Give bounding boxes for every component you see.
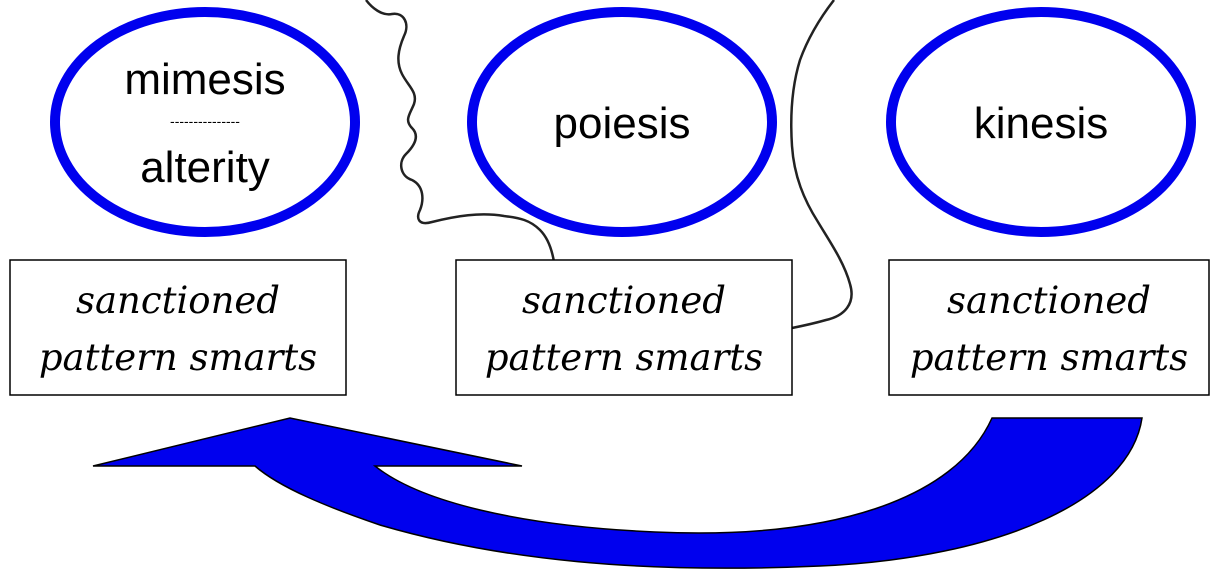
mimesis-divider: --------------- [170,113,240,129]
box-3-line2: pattern smarts [910,336,1188,379]
mimesis-label: mimesis [124,55,285,104]
curved-arrow-icon [92,417,1143,569]
box-2-line2: pattern smarts [485,336,763,379]
poiesis-label: poiesis [554,99,691,148]
face-profile-icon [365,0,556,263]
box-2-line1: sanctioned [522,279,726,322]
box-1-line2: pattern smarts [39,336,317,379]
kinesis-box [888,259,1210,396]
neck-line [790,0,853,330]
mimesis-ellipse [50,7,360,237]
mimesis-box [9,259,347,396]
poiesis-ellipse [467,7,777,237]
alterity-label: alterity [140,143,270,192]
kinesis-ellipse [886,7,1196,237]
box-3-line1: sanctioned [947,279,1151,322]
kinesis-label: kinesis [974,99,1109,148]
poiesis-box [455,259,793,396]
box-1-line1: sanctioned [76,279,280,322]
